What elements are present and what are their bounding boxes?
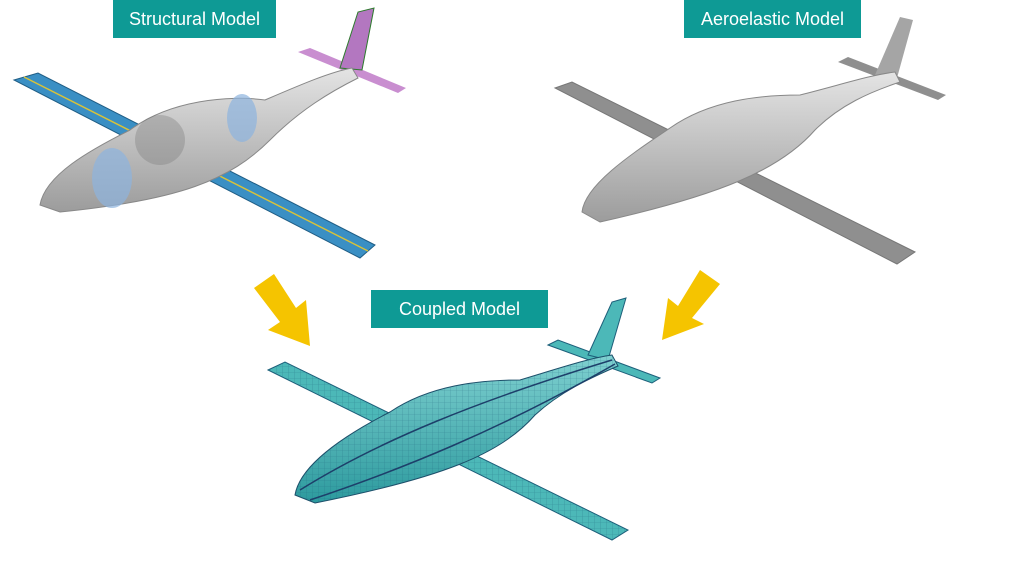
arrow-aeroelastic-to-coupled [662, 270, 720, 340]
aero-vertical-tail [875, 17, 913, 78]
aero-fuselage [581, 71, 901, 223]
aeroelastic-model-airplane [553, 17, 946, 265]
arrow-structural-to-coupled [254, 274, 310, 346]
aeroelastic-model-label: Aeroelastic Model [684, 0, 861, 38]
coupled-model-airplane [266, 297, 662, 541]
coupled-vertical-tail [587, 297, 627, 361]
structural-fuselage [39, 67, 359, 213]
coupled-model-label: Coupled Model [371, 290, 548, 328]
structural-model-label: Structural Model [113, 0, 276, 38]
structural-model-airplane [12, 7, 406, 259]
structural-vertical-tail [339, 7, 375, 71]
